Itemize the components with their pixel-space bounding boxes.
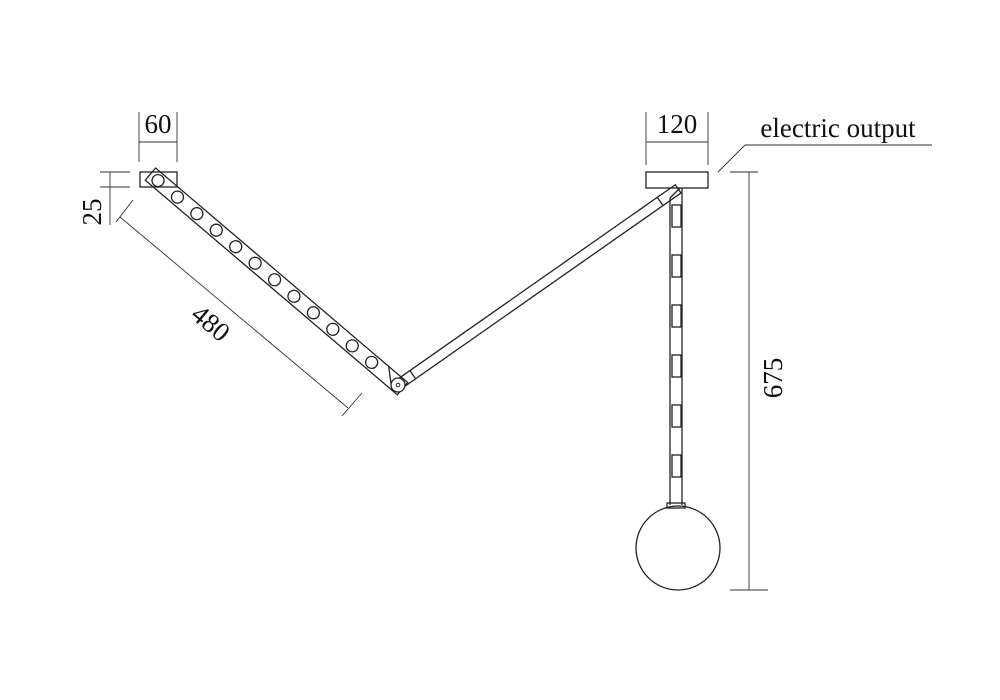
svg-text:120: 120 bbox=[657, 109, 698, 139]
left-arm bbox=[144, 167, 409, 396]
arm-bead bbox=[209, 223, 223, 237]
svg-text:675: 675 bbox=[758, 358, 788, 399]
rod-segment bbox=[671, 454, 682, 478]
arm-bead bbox=[326, 322, 340, 336]
arm-bead bbox=[267, 273, 282, 287]
rod-segment bbox=[671, 354, 682, 378]
arm-bead bbox=[170, 190, 185, 204]
vertical-rod bbox=[666, 187, 686, 509]
right-ceiling-mount bbox=[645, 171, 709, 189]
svg-text:60: 60 bbox=[145, 109, 172, 139]
dimension-120: 120 bbox=[645, 109, 709, 165]
dimension-480: 480 bbox=[115, 199, 363, 417]
right-arm bbox=[394, 183, 682, 391]
globe-shade bbox=[635, 505, 721, 591]
rod-segment bbox=[671, 254, 682, 278]
arm-bead bbox=[306, 306, 321, 320]
arm-bead bbox=[248, 256, 262, 270]
rod-segment bbox=[671, 204, 682, 228]
dimension-25: 25 bbox=[77, 171, 130, 226]
dimension-60: 60 bbox=[138, 109, 178, 162]
arm-bead bbox=[151, 173, 165, 188]
arm-bead bbox=[365, 355, 379, 370]
rod-segment bbox=[671, 304, 682, 328]
arm-bead bbox=[345, 339, 359, 353]
svg-text:electric output: electric output bbox=[760, 113, 916, 143]
arm-bead bbox=[190, 206, 204, 221]
dimension-675: 675 bbox=[730, 171, 788, 591]
rod-segment bbox=[671, 404, 682, 428]
arm-bead bbox=[229, 240, 243, 254]
electric-output-callout: electric output bbox=[717, 113, 932, 173]
arm-bead bbox=[287, 289, 301, 303]
joint-pin bbox=[395, 382, 401, 388]
svg-text:25: 25 bbox=[77, 199, 107, 226]
svg-text:480: 480 bbox=[186, 299, 236, 348]
elbow-joint bbox=[390, 377, 406, 393]
